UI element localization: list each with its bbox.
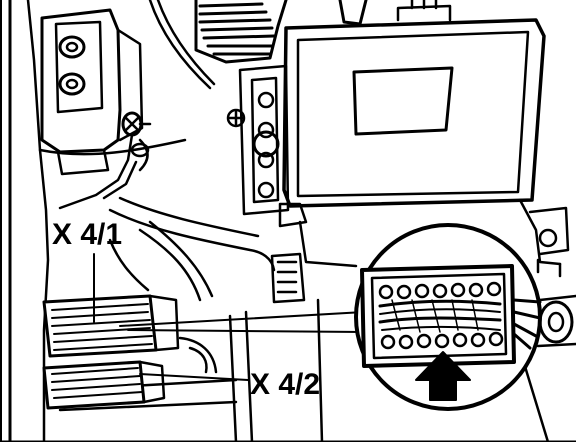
fastener-screw-icon — [58, 111, 152, 210]
label-connector-x4-1: X 4/1 — [52, 218, 122, 251]
connector-x4-2 — [42, 360, 166, 410]
thin-cable — [148, 0, 216, 90]
control-unit — [226, 0, 570, 304]
arrow-up-icon — [415, 351, 471, 401]
wiring-loom — [194, 0, 368, 64]
leader-lines — [93, 253, 365, 381]
label-connector-x4-2: X 4/2 — [250, 368, 320, 401]
connector-x4-1 — [42, 294, 180, 358]
connector-detail-magnifier — [354, 223, 542, 411]
relay-bracket — [40, 8, 144, 176]
cable-bundle — [108, 196, 276, 302]
bolt-icon — [536, 294, 576, 348]
